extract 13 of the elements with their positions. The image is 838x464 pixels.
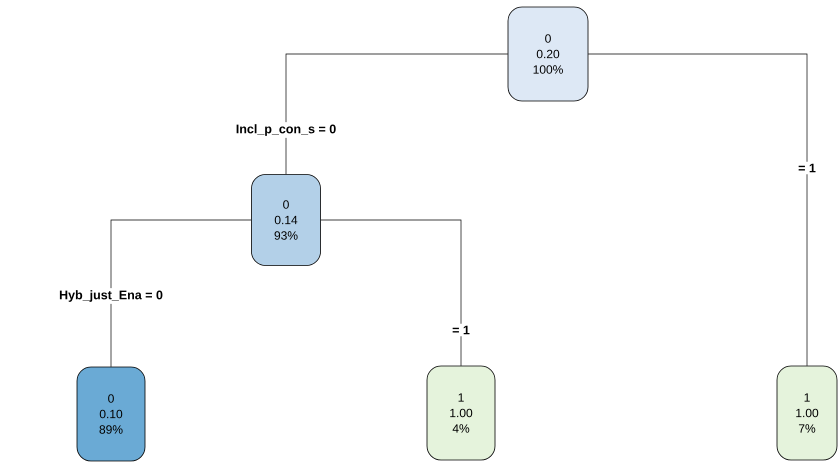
branch-line bbox=[286, 54, 508, 174]
leaf-node: 0 0.20 100% bbox=[508, 6, 588, 102]
leaf-node: 1 1.00 7% bbox=[776, 366, 838, 460]
leaf-node: 0 0.14 93% bbox=[251, 174, 321, 266]
split-label: = 1 bbox=[450, 324, 472, 336]
leaf-node: 1 1.00 4% bbox=[426, 366, 496, 460]
branch-line bbox=[320, 220, 462, 366]
branch-line bbox=[110, 220, 252, 367]
leaf-node: 0 0.10 89% bbox=[76, 366, 146, 462]
split-label: Hyb_just_Ena = 0 bbox=[57, 288, 165, 304]
split-label: Incl_p_con_s = 0 bbox=[234, 122, 338, 138]
branch-line bbox=[588, 54, 808, 366]
split-label: = 1 bbox=[796, 162, 818, 174]
